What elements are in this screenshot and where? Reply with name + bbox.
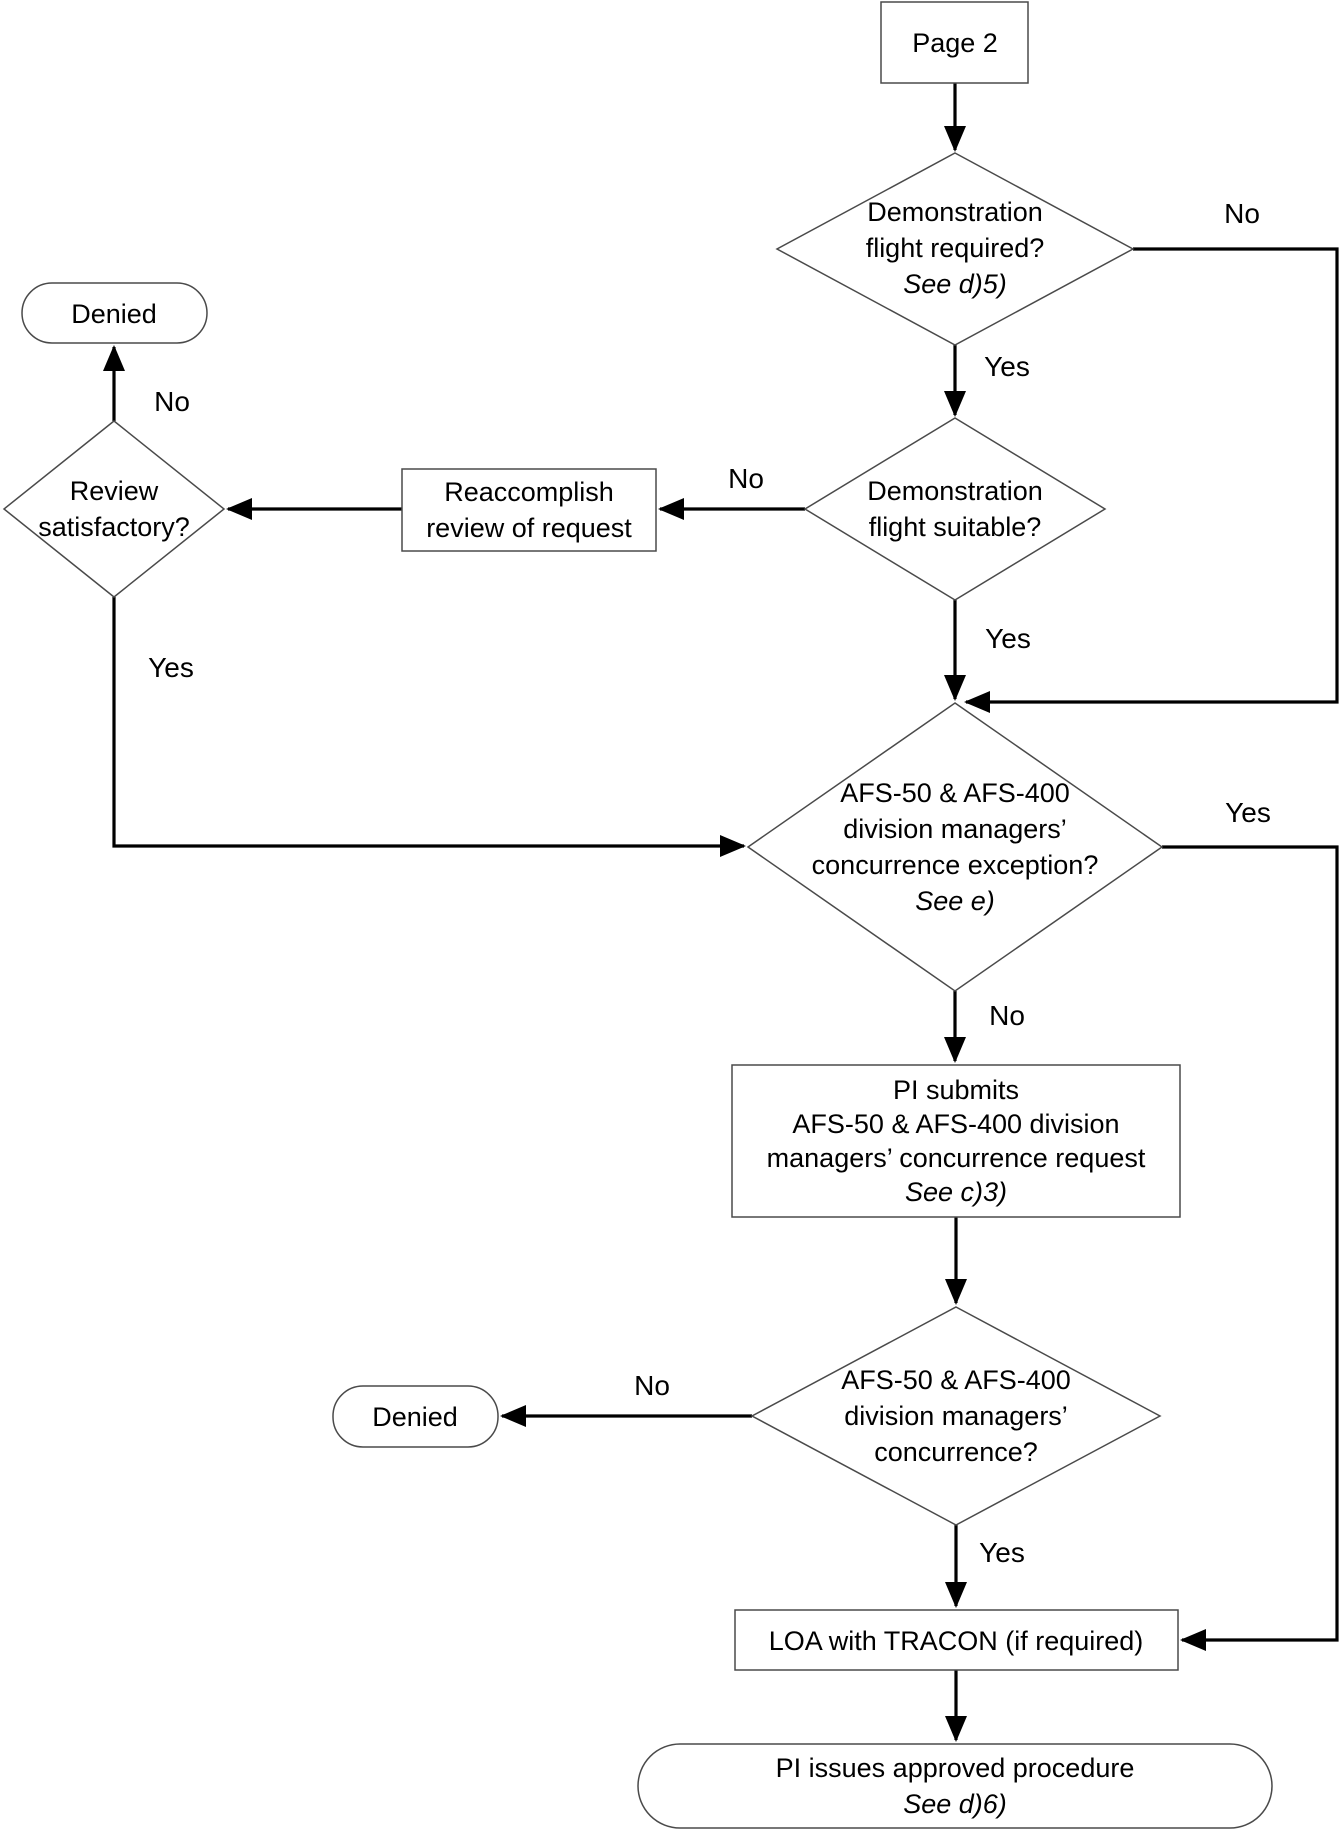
pi-submits-note: See c)3) bbox=[904, 1177, 1008, 1207]
concurrence-line3: concurrence? bbox=[874, 1437, 1038, 1467]
demo-required-line1: Demonstration bbox=[867, 197, 1043, 227]
node-pi-submits: PI submits AFS-50 & AFS-400 division man… bbox=[767, 1073, 1146, 1209]
page2-box-shape bbox=[880, 1, 1029, 84]
connectors bbox=[103, 83, 1339, 1742]
review-line1: Review bbox=[69, 476, 159, 506]
node-review-satisfactory: Review satisfactory? bbox=[38, 473, 190, 545]
page2-label: Page 2 bbox=[912, 28, 998, 58]
node-loa: LOA with TRACON (if required) bbox=[769, 1623, 1144, 1659]
concurrence-exception-line2: division managers’ bbox=[843, 814, 1067, 844]
reaccomplish-line1: Reaccomplish bbox=[444, 477, 614, 507]
node-pi-issues: PI issues approved procedure See d)6) bbox=[776, 1750, 1135, 1822]
shapes bbox=[2, 1, 1273, 1829]
pi-submits-line2: AFS-50 & AFS-400 division bbox=[792, 1109, 1120, 1139]
pi-issues-note: See d)6) bbox=[903, 1789, 1007, 1819]
node-denied-bottom: Denied bbox=[372, 1399, 458, 1435]
concurrence-line1: AFS-50 & AFS-400 bbox=[841, 1365, 1071, 1395]
edge-label-review-yes: Yes bbox=[148, 652, 194, 683]
demo-required-note: See d)5) bbox=[903, 269, 1007, 299]
review-diamond-shape bbox=[2, 420, 226, 598]
node-page2: Page 2 bbox=[912, 25, 998, 61]
node-concurrence: AFS-50 & AFS-400 division managers’ conc… bbox=[841, 1362, 1071, 1470]
pi-submits-line1: PI submits bbox=[892, 1075, 1020, 1105]
edge-label-review-no: No bbox=[154, 386, 190, 417]
reaccomplish-line2: review of request bbox=[426, 513, 632, 543]
edge-demo-required-no-rail bbox=[964, 247, 1339, 713]
concurrence-exception-diamond-shape bbox=[746, 702, 1164, 992]
loa-label: LOA with TRACON (if required) bbox=[768, 1626, 1144, 1656]
loa-box-shape bbox=[734, 1609, 1179, 1671]
review-line2: satisfactory? bbox=[38, 512, 190, 542]
concurrence-line2: division managers’ bbox=[844, 1401, 1068, 1431]
edge-label-demo-required-no: No bbox=[1224, 198, 1260, 229]
demo-required-line2: flight required? bbox=[865, 233, 1045, 263]
edge-review-yes bbox=[112, 597, 746, 857]
node-reaccomplish: Reaccomplish review of request bbox=[426, 474, 632, 546]
edge-label-demo-suitable-no: No bbox=[728, 463, 764, 494]
edge-exception-yes-rail bbox=[1162, 845, 1339, 1651]
denied-top-label: Denied bbox=[71, 299, 157, 329]
node-demo-suitable: Demonstration flight suitable? bbox=[867, 473, 1043, 545]
edge-label-exception-yes: Yes bbox=[1225, 797, 1271, 828]
node-concurrence-exception: AFS-50 & AFS-400 division managers’ conc… bbox=[812, 775, 1099, 919]
concurrence-exception-line1: AFS-50 & AFS-400 bbox=[840, 778, 1070, 808]
demo-required-diamond-shape bbox=[775, 152, 1135, 346]
concurrence-exception-line3: concurrence exception? bbox=[811, 850, 1099, 880]
denied-bottom-label: Denied bbox=[372, 1402, 458, 1432]
demo-suitable-diamond-shape bbox=[803, 417, 1107, 601]
demo-suitable-line1: Demonstration bbox=[867, 476, 1043, 506]
reaccomplish-box-shape bbox=[401, 468, 657, 552]
edge-label-concurrence-no: No bbox=[634, 1370, 670, 1401]
node-demo-required: Demonstration flight required? See d)5) bbox=[866, 194, 1045, 302]
edge-label-demo-suitable-yes: Yes bbox=[985, 623, 1031, 654]
pi-submits-line3: managers’ concurrence request bbox=[766, 1143, 1146, 1173]
concurrence-diamond-shape bbox=[750, 1306, 1162, 1526]
edge-label-exception-no: No bbox=[989, 1000, 1025, 1031]
denied-top-terminator-shape bbox=[21, 282, 208, 344]
pi-issues-terminator-shape bbox=[637, 1743, 1273, 1829]
edge-label-demo-required-yes: Yes bbox=[984, 351, 1030, 382]
pi-issues-line1: PI issues approved procedure bbox=[775, 1753, 1135, 1783]
denied-bottom-terminator-shape bbox=[332, 1385, 499, 1448]
concurrence-exception-note: See e) bbox=[915, 886, 995, 916]
node-denied-top: Denied bbox=[71, 296, 157, 332]
demo-suitable-line2: flight suitable? bbox=[868, 512, 1042, 542]
pi-submits-box-shape bbox=[731, 1064, 1181, 1218]
edge-label-concurrence-yes: Yes bbox=[979, 1537, 1025, 1568]
